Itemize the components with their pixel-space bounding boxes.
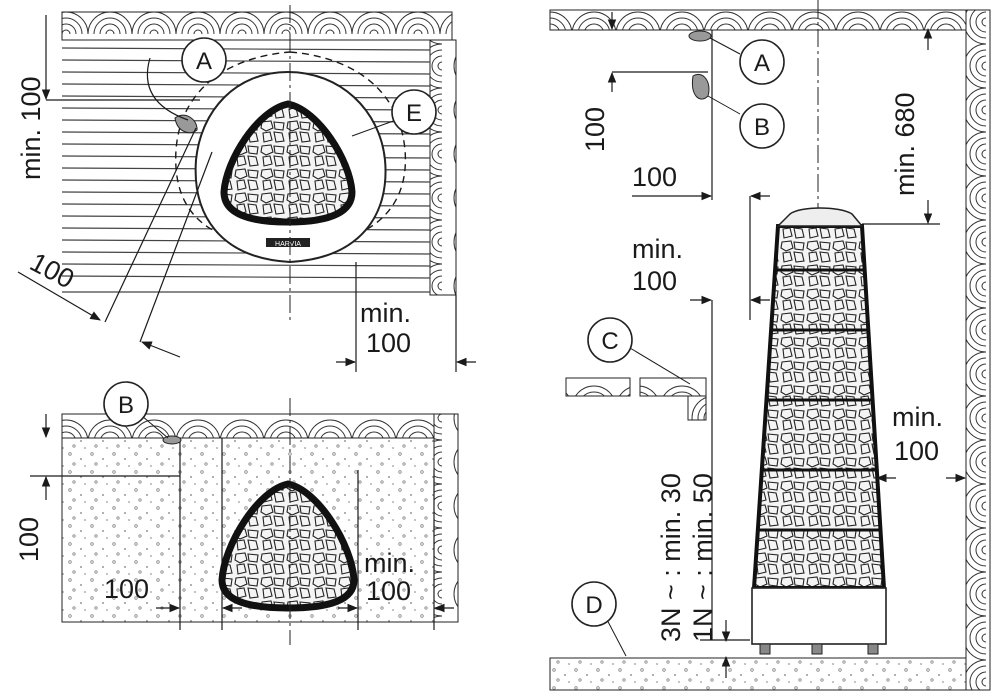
bench-fragment — [565, 377, 707, 421]
heater-stone-column — [751, 224, 887, 590]
floor-view-heater-basket — [218, 480, 358, 612]
side-view-dim-wall-value: 100 — [894, 436, 939, 466]
floor-view-dim-right-value: 100 — [366, 576, 411, 606]
label-a-top: A — [181, 37, 227, 83]
side-view-dim-floor-3n: 3N ~ : min. 30 — [656, 473, 686, 642]
floor-view-dim-right-min: min. — [364, 548, 415, 578]
top-view-right-wall — [429, 39, 457, 296]
top-view-dim-side: min. 100 — [16, 76, 46, 180]
floor-view-dim-side: 100 — [14, 517, 44, 562]
side-view-floor — [549, 657, 967, 691]
svg-text:B: B — [118, 392, 134, 419]
stone-a — [174, 114, 198, 134]
brand-text: HARVIA — [275, 241, 301, 248]
label-b-floor: B — [103, 381, 149, 427]
label-a-side: A — [739, 39, 785, 85]
floor-view-dim-left: 100 — [104, 574, 149, 604]
heater-stone-basket — [220, 100, 356, 226]
side-view-dim-wall-min: min. — [892, 402, 943, 432]
side-view-heater — [751, 207, 887, 655]
top-view-dim-diag: 100 — [25, 247, 79, 295]
stone-a-side — [688, 30, 712, 42]
floor-view: 100 100 min. 100 B — [14, 381, 459, 645]
floor-view-right-wall — [433, 413, 459, 623]
side-view-dim-vertical-small: 100 — [580, 107, 610, 152]
brand-plate — [266, 238, 310, 247]
svg-text:B: B — [754, 114, 770, 141]
svg-text:C: C — [601, 328, 618, 355]
svg-text:A: A — [754, 50, 770, 77]
top-view: HARVIA min. 100 100 min. 100 A E — [16, 5, 476, 372]
label-e: E — [351, 89, 437, 137]
side-view: A B 100 100 min. 100 min. 680 — [549, 0, 991, 691]
side-view-dim-min-value: 100 — [632, 266, 677, 296]
svg-text:E: E — [406, 100, 422, 127]
stone-b-floor — [162, 435, 182, 445]
label-b-side: B — [739, 103, 785, 149]
stone-b-side — [691, 74, 710, 100]
heater-base — [751, 587, 887, 645]
side-view-dim-min-label: min. — [632, 234, 683, 264]
label-c: C — [587, 317, 633, 363]
top-view-dim-right-min: min. — [360, 298, 411, 328]
side-view-dim-ceiling: min. 680 — [890, 92, 920, 196]
label-d: D — [571, 581, 617, 627]
svg-text:A: A — [196, 48, 212, 75]
top-view-ceiling-strip — [61, 11, 453, 41]
top-view-dim-right-value: 100 — [366, 328, 411, 358]
side-view-right-wall — [965, 9, 991, 691]
side-view-dim-offset: 100 — [632, 162, 677, 192]
svg-text:D: D — [585, 592, 602, 619]
side-view-dim-floor-1n: 1N ~ : min. 50 — [688, 473, 718, 642]
